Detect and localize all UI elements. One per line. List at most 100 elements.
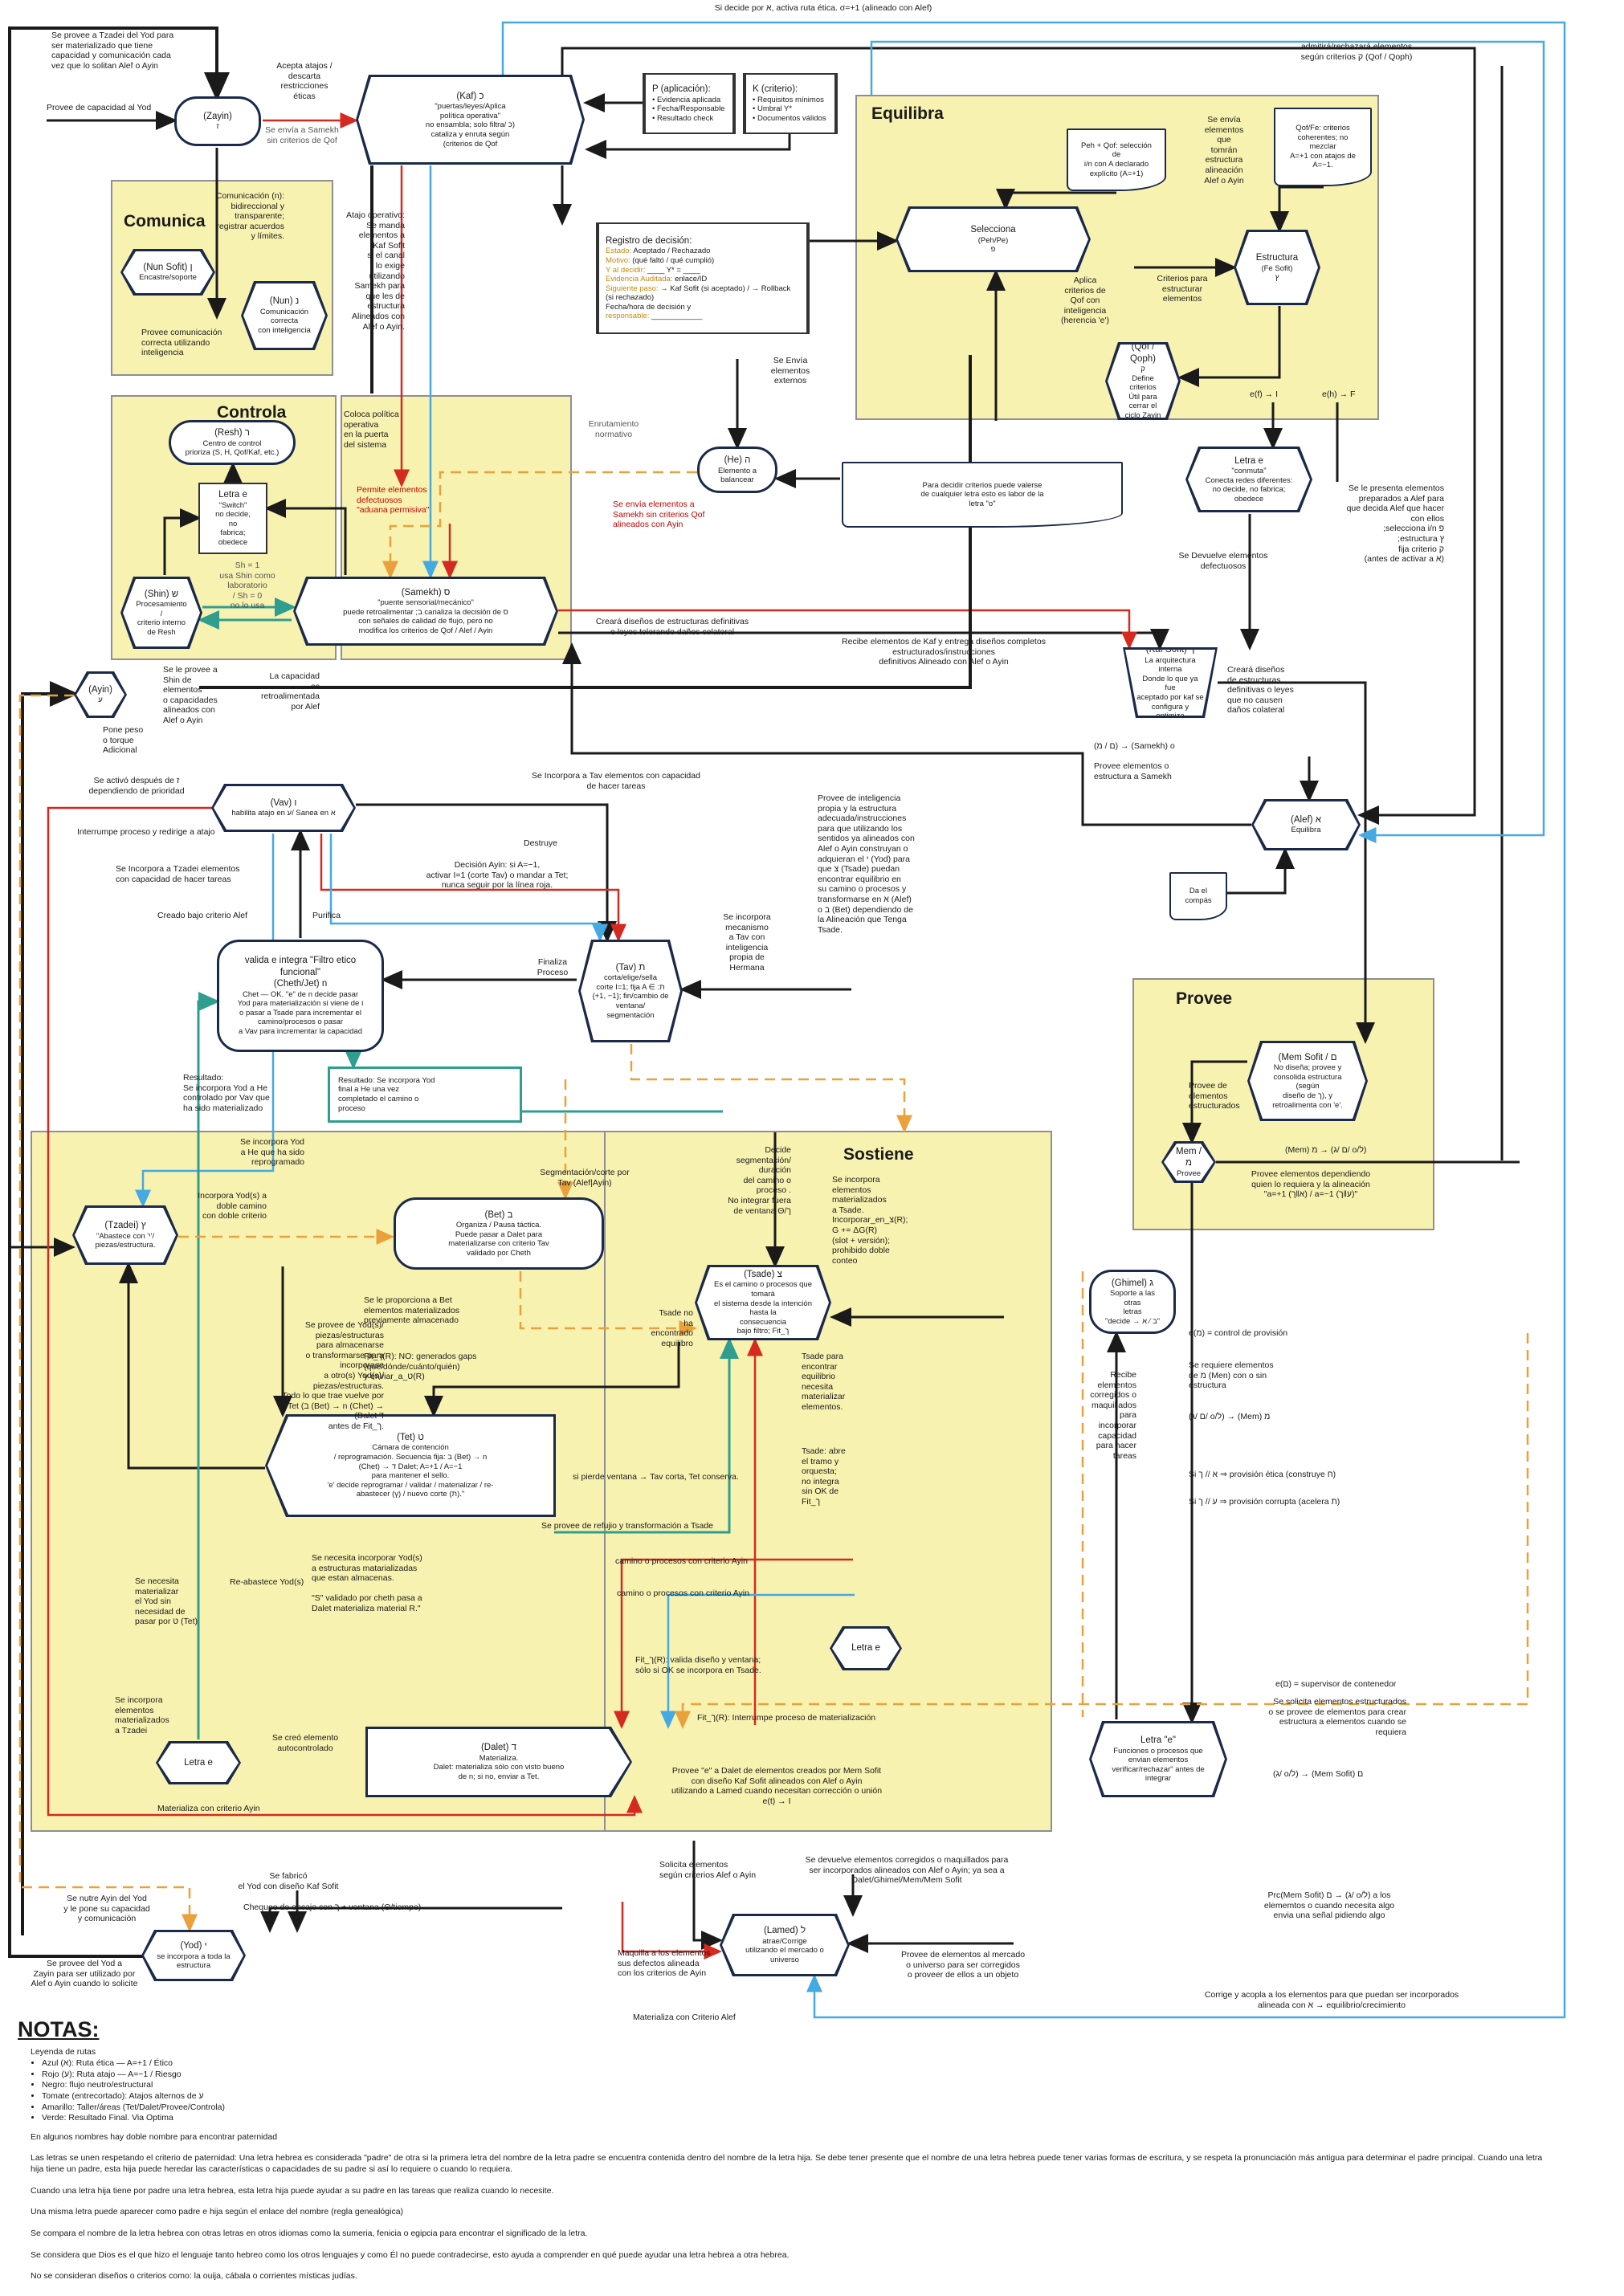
label-49: Tsade no ha encontrado equilibro bbox=[651, 1308, 693, 1348]
label-39: Se incorpora mecanismo a Tav con intelig… bbox=[723, 912, 771, 973]
label-34: Criterios para estructurar elementos bbox=[1157, 274, 1208, 304]
letra-e-funciones-node-face: Letra "e"Funciones o procesos que envian… bbox=[1092, 1723, 1225, 1795]
label-66: Se fabricó el Yod con diseño Kaf Sofit bbox=[238, 1871, 339, 1891]
peh-qof-doc-label: Peh + Qof: selección de i/n con A declar… bbox=[1081, 141, 1152, 178]
letra-e-left-node-face: Letra e bbox=[158, 1743, 239, 1782]
label-11: Sh = 1 usa Shin como laboratorio / Sh = … bbox=[219, 561, 275, 611]
label-85: Si ע // ך ⇒ provisión corrupta (acelera … bbox=[1189, 1497, 1340, 1507]
label-17: Se Incorpora a Tzadei elementos con capa… bbox=[116, 864, 240, 884]
selecciona-node-face: Selecciona(Peh/Pe) פ bbox=[898, 209, 1088, 270]
notes-paragraph-3: Una misma letra puede aparecer como padr… bbox=[31, 2207, 404, 2217]
ayin-node-face: (Ayin)ע bbox=[76, 674, 124, 716]
label-55: Se provee de refujio y transformación a … bbox=[541, 1521, 714, 1531]
label-83: Recibe elementos corregidos o maquillado… bbox=[1090, 1370, 1136, 1461]
label-1: Provee de capacidad al Yod bbox=[47, 103, 152, 112]
letra-e-right-node-face: Letra e bbox=[832, 1629, 900, 1668]
letra-e-right-label: Letra e bbox=[851, 1643, 880, 1654]
notes-paragraph-2: Cuando una letra hija tiene por padre un… bbox=[31, 2185, 554, 2196]
label-27: Recibe elementos de Kaf y entrega diseño… bbox=[842, 637, 1046, 667]
registro-node: Registro de decisión:Estado: Aceptado / … bbox=[596, 222, 810, 334]
section-title-comunica: Comunica bbox=[124, 212, 206, 230]
section-title-provee: Provee bbox=[1176, 989, 1233, 1008]
tzadei-node: (Tzadei) ץ"Abastece con 'י'/ piezas/estr… bbox=[72, 1205, 178, 1265]
label-74: Provee de elementos al mercado o univers… bbox=[900, 1950, 1026, 1980]
letra-e-funciones-label: Letra "e"Funciones o procesos que envian… bbox=[1112, 1735, 1205, 1784]
label-15: Se activó después de ז dependiendo de pr… bbox=[88, 776, 185, 796]
label-52: Tsade para encontrar equilibrio necesita… bbox=[802, 1352, 846, 1412]
label-32: Provee elementos o estructura a Samekh bbox=[1094, 761, 1172, 781]
legend-item-0: Azul (א): Ruta ética — A=+1 / Ético bbox=[42, 2058, 1592, 2070]
conmuta-node: Letra e"conmuta" Conecta redes diferente… bbox=[1185, 447, 1312, 512]
legend-title: Leyenda de rutas bbox=[31, 2047, 96, 2057]
label-76: Prc(Mem Sofit) ם → (ג/ o/ל) a los elemem… bbox=[1263, 1890, 1395, 1921]
section-title-sostiene: Sostiene bbox=[843, 1145, 914, 1164]
letra-e-funciones-node: Letra "e"Funciones o procesos que envian… bbox=[1089, 1721, 1227, 1797]
qof-label: (Qof / Qoph)ק Define criterios Útil para… bbox=[1124, 342, 1161, 421]
label-0: Se provee a Tzadei del Yod para ser mate… bbox=[51, 31, 174, 71]
label-18: Creado bajo criterio Alef bbox=[157, 911, 248, 920]
cheth-label: valida e integra "Filtro etico funcional… bbox=[237, 956, 364, 1036]
label-67: Chequeo de encaje con ך + ventana (Θ/tie… bbox=[243, 1902, 422, 1912]
label-9: Coloca política operativa en la puerta d… bbox=[344, 410, 399, 450]
da-compas-doc-label: Da el compás bbox=[1185, 887, 1212, 905]
label-87: Se solicita elementos estructurados o se… bbox=[1268, 1697, 1406, 1737]
p-box-node: P (aplicación):• Evidencia aplicada • Fe… bbox=[643, 73, 736, 134]
label-24: Se envía elementos a Samekh sin criterio… bbox=[613, 500, 705, 530]
registro-label: Registro de decisión:Estado: Aceptado / … bbox=[606, 236, 791, 321]
label-75: Corrige y acopla a los elementos para qu… bbox=[1204, 1990, 1459, 2010]
label-19: Purifica bbox=[312, 911, 341, 920]
peh-qof-doc-node: Peh + Qof: selección de i/n con A declar… bbox=[1067, 128, 1166, 191]
label-78: (Mem) מ → (ם /ג/ o/ל) bbox=[1285, 1145, 1367, 1155]
label-42: Se incorpora Yod a He que ha sido reprog… bbox=[240, 1137, 304, 1168]
letra-e-right-node: Letra e bbox=[830, 1626, 902, 1670]
label-88: (ג/ o/ל) → (Mem Sofit) ם bbox=[1273, 1769, 1364, 1779]
label-10: Permite elementos defectuosos "aduana pe… bbox=[357, 485, 430, 516]
notes-paragraph-1: Las letras se unen respetando el criteri… bbox=[31, 2153, 1543, 2175]
label-79: Provee elementos dependiendo quien lo re… bbox=[1251, 1169, 1371, 1200]
ayin-node: (Ayin)ע bbox=[74, 671, 127, 718]
label-41: Resultado: Se incorpora Yod a He control… bbox=[183, 1073, 270, 1113]
label-54: si pierde ventana → Tav corta, Tet conse… bbox=[573, 1472, 739, 1482]
samekh-node-face: (Samekh) ס"puente sensorial/mecánico" pu… bbox=[296, 579, 556, 643]
label-25: Se Envía elementos externos bbox=[770, 356, 810, 386]
estructura-label: Estructura(Fe Sofit) ץ bbox=[1255, 253, 1299, 283]
label-13: La capacidad es retroalimentada por Alef bbox=[261, 671, 320, 712]
p-box-label: P (aplicación):• Evidencia aplicada • Fe… bbox=[652, 84, 725, 123]
qof-node: (Qof / Qoph)ק Define criterios Útil para… bbox=[1105, 342, 1181, 420]
legend-item-5: Verde: Resultado Final. Via Optima bbox=[42, 2113, 1592, 2124]
label-71: Se devuelve elementos corregidos o maqui… bbox=[805, 1855, 1009, 1886]
label-22: Decisión Ayin: si A=−1, activar I=1 (cor… bbox=[426, 860, 569, 891]
para-decidir-doc-node: Para decidir criterios puede valerse de … bbox=[842, 462, 1123, 528]
edge-72 bbox=[630, 1044, 912, 1133]
label-26: Creará diseños de estructuras definitiva… bbox=[595, 617, 749, 637]
label-3: Se envía a Samekh sin criterios de Qof bbox=[265, 125, 339, 145]
k-box-node: K (criterio):• Requisitos mínimos • Umbr… bbox=[743, 73, 838, 134]
label-35: Se envía elementos que tomrán estructura… bbox=[1204, 115, 1244, 186]
zayin-node: (Zayin)ז bbox=[174, 96, 261, 146]
kaf-node: (Kaf) כ"puertas/leyes/Aplica política op… bbox=[356, 75, 585, 165]
label-70: Solicita elementos según criterios Alef … bbox=[659, 1860, 757, 1880]
label-40: Finaliza Proceso bbox=[537, 957, 569, 977]
label-59: Se necesita materializar el Yod sin nece… bbox=[135, 1576, 198, 1627]
estructura-node: Estructura(Fe Sofit) ץ bbox=[1234, 230, 1320, 305]
